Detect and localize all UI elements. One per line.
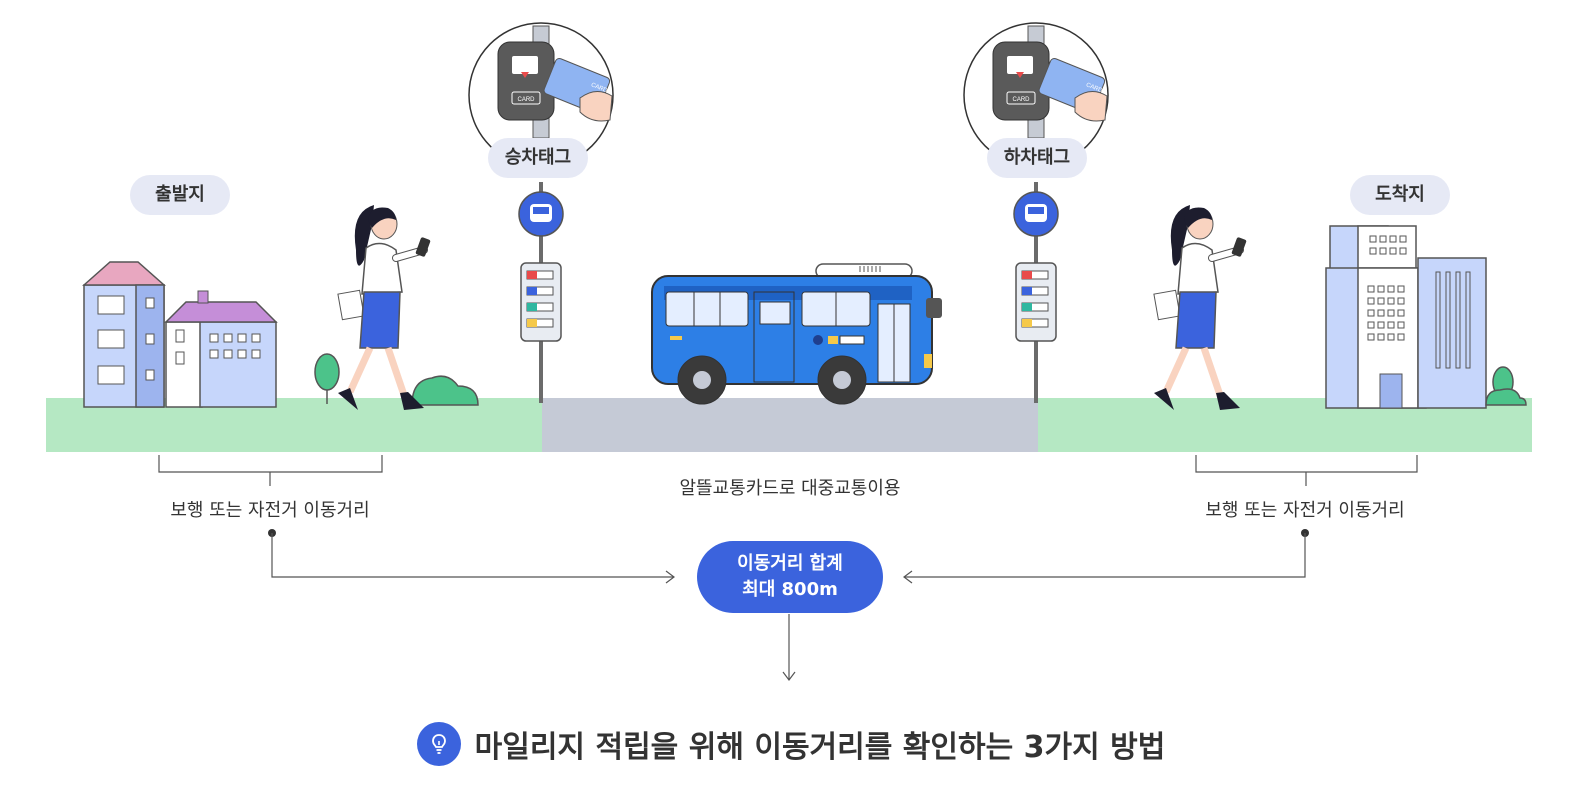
- origin-label: 출발지: [130, 175, 230, 215]
- arrow-right-icon: [665, 570, 675, 584]
- bush-left: [411, 375, 479, 406]
- card-reader-icon: [497, 41, 555, 121]
- lightbulb-icon: [416, 722, 461, 766]
- card-reader-board: CARD CARD: [468, 22, 614, 168]
- woman-walking-left: [337, 205, 431, 410]
- bracket-left: [158, 455, 383, 486]
- arrow-down-icon: [782, 671, 796, 681]
- transit-caption: 알뜰교통카드로 대중교통이용: [679, 478, 901, 499]
- connector-right: [904, 533, 1306, 578]
- board-tag-label: 승차태그: [488, 138, 588, 178]
- woman-walking-right: [1153, 205, 1247, 410]
- bus-stop-left: [518, 182, 564, 403]
- total-distance-badge: 이동거리 합계 최대 800m: [697, 541, 883, 613]
- origin-buildings: [82, 261, 278, 408]
- total-line2: 최대 800m: [742, 579, 838, 600]
- bus: [651, 263, 942, 405]
- bracket-right: [1195, 455, 1418, 486]
- card-reader-alight: CARD CARD: [963, 22, 1109, 168]
- connector-left: [271, 533, 674, 578]
- card-reader-text: CARD: [517, 97, 535, 103]
- bus-stop-right: [1013, 182, 1059, 403]
- bush-right: [1485, 388, 1527, 406]
- road: [542, 398, 1038, 452]
- destination-buildings: [1325, 225, 1487, 409]
- card-reader-text: CARD: [1012, 97, 1030, 103]
- tree-left: [314, 353, 340, 404]
- bottom-heading-row: 마일리지 적립을 위해 이동거리를 확인하는 3가지 방법: [0, 722, 1582, 766]
- arrow-left-icon: [903, 570, 913, 584]
- destination-label: 도착지: [1350, 175, 1450, 215]
- walk-caption-left: 보행 또는 자전거 이동거리: [170, 500, 370, 521]
- total-line1: 이동거리 합계: [737, 553, 843, 574]
- card-reader-icon: [992, 41, 1050, 121]
- bottom-heading: 마일리지 적립을 위해 이동거리를 확인하는 3가지 방법: [474, 730, 1166, 765]
- walk-caption-right: 보행 또는 자전거 이동거리: [1205, 500, 1405, 521]
- alight-tag-label: 하차태그: [987, 138, 1087, 178]
